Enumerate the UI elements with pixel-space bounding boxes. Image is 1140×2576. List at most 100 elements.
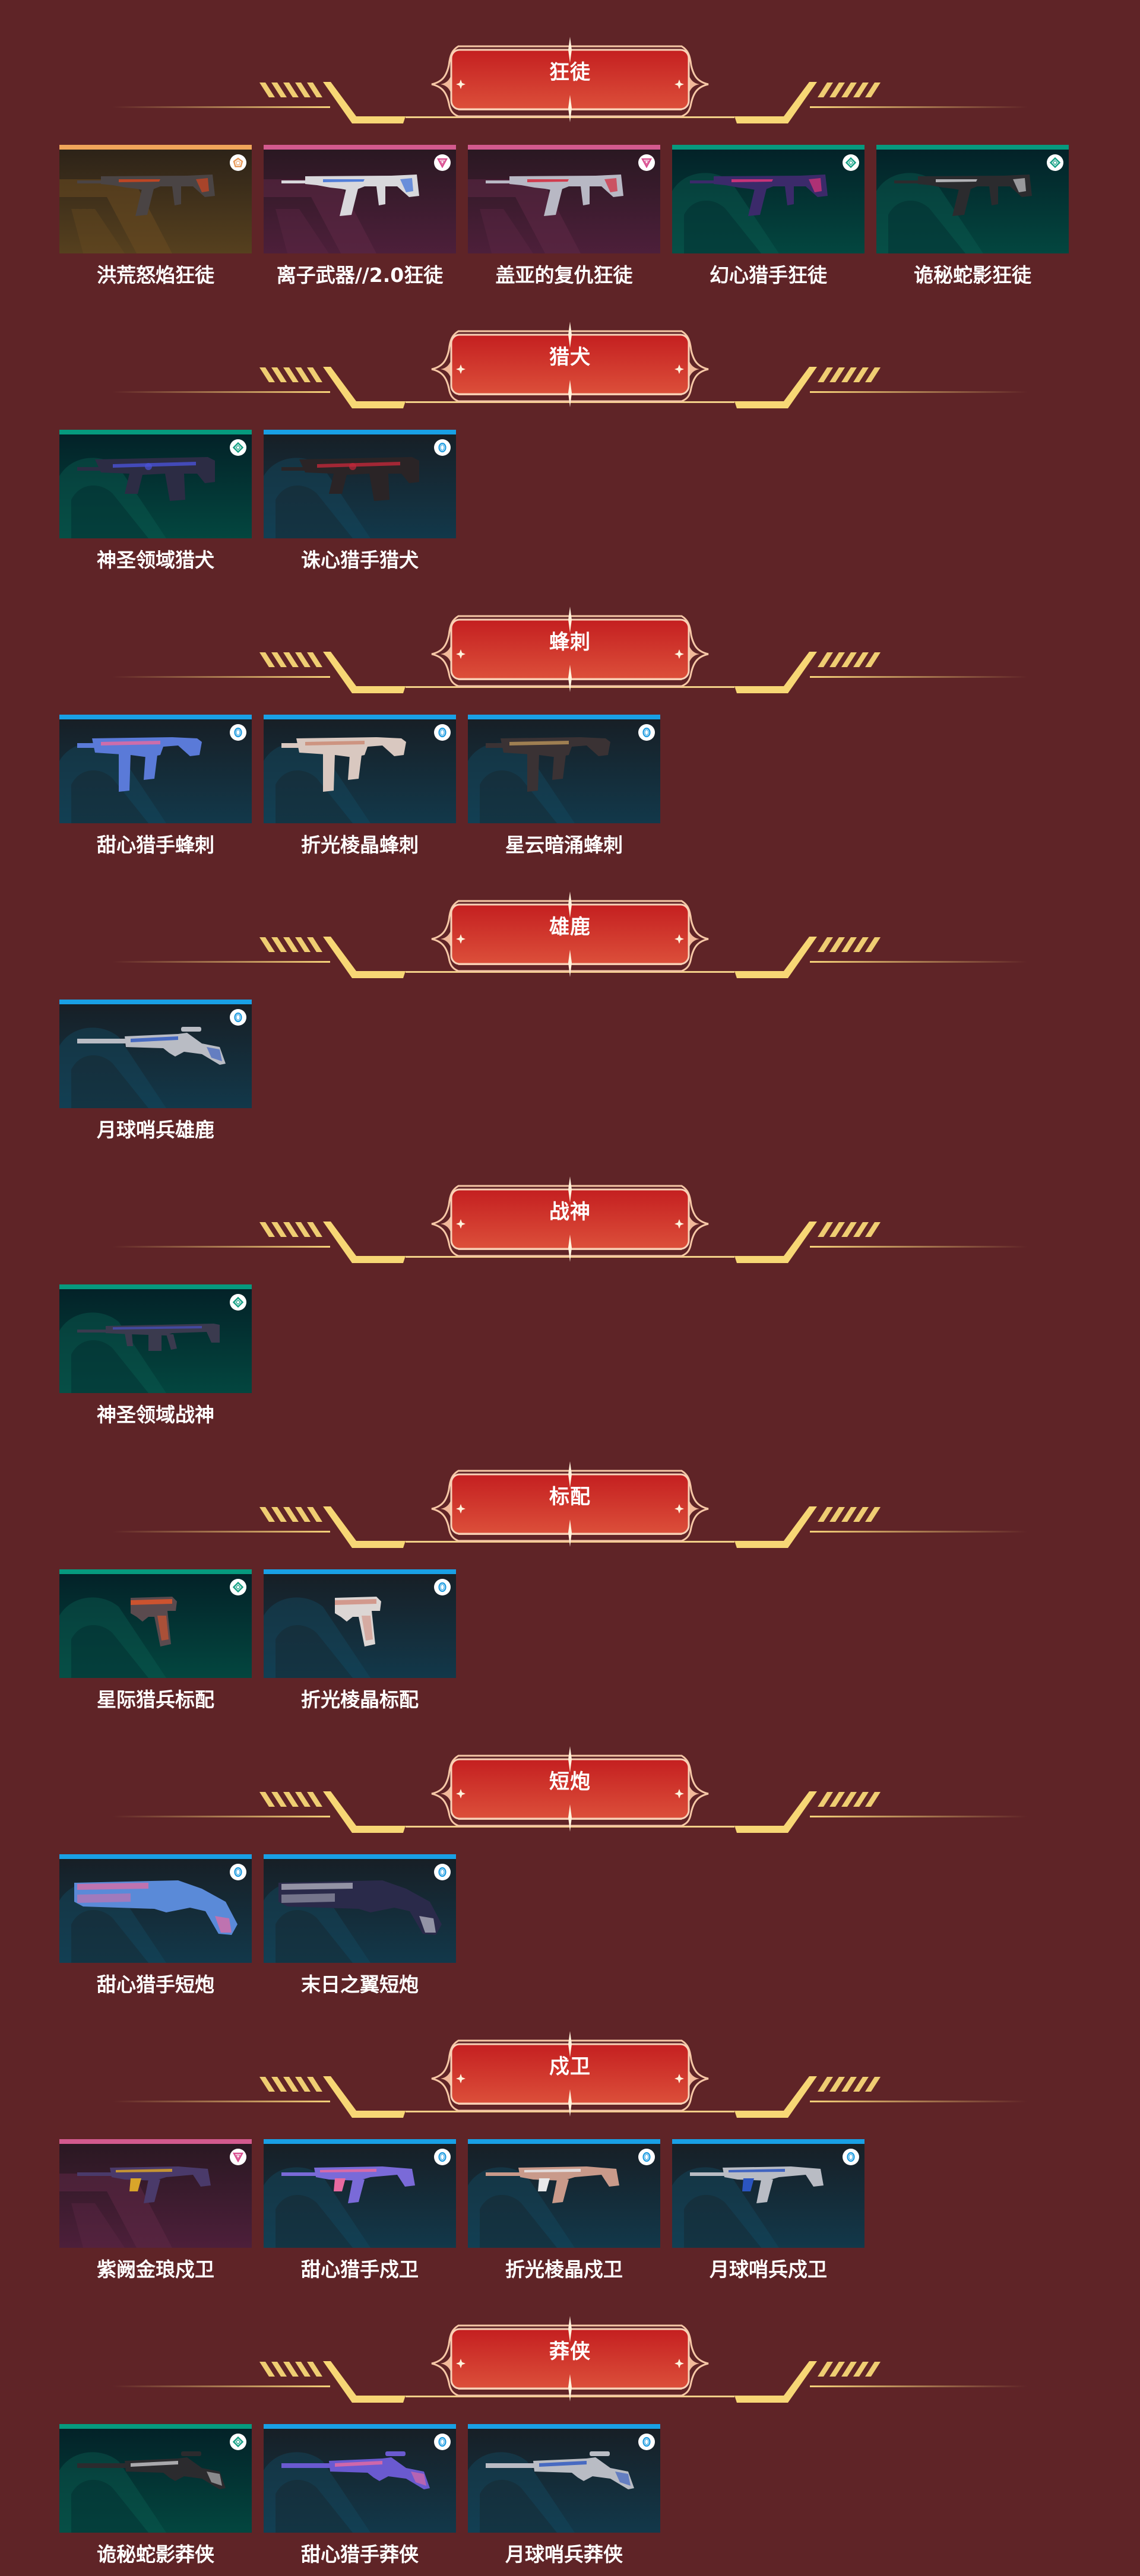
skin-image: [264, 1859, 456, 1963]
skin-image: [264, 2144, 456, 2248]
diamond-tier-icon: [843, 154, 859, 171]
skin-card[interactable]: [264, 715, 456, 823]
section-title: 戍卫: [549, 2055, 591, 2079]
skin-image: [468, 2429, 660, 2533]
diamond-tier-icon: [230, 439, 246, 456]
skin-card[interactable]: [59, 2139, 252, 2248]
section-header-ornament: [113, 2031, 1027, 2118]
weapon-section: 戍卫 紫阙金琅戍卫: [0, 1994, 1140, 2281]
section-title: 狂徒: [549, 61, 591, 84]
skin-card[interactable]: [59, 1000, 252, 1108]
section-header-ornament: [113, 607, 1027, 693]
weapon-icon: [77, 2166, 211, 2203]
rarity-bar: [468, 715, 660, 719]
skin-card[interactable]: [59, 430, 252, 538]
weapon-icon: [77, 1324, 220, 1351]
circle-tier-icon: [230, 1864, 246, 1880]
skin-name: 甜心猎手莽侠: [301, 2543, 419, 2566]
section-header-ornament: [113, 1461, 1027, 1548]
diamond-tier-icon: [1047, 154, 1063, 171]
skin-card[interactable]: [468, 145, 660, 253]
weapon-icon: [77, 2451, 226, 2489]
section-header: 猎犬: [0, 285, 1140, 415]
circle-tier-icon: [434, 1579, 451, 1595]
skin-name: 月球哨兵雄鹿: [97, 1118, 214, 1141]
circle-tier-icon: [843, 2149, 859, 2165]
skin-card[interactable]: [672, 145, 864, 253]
skin-card[interactable]: [264, 1569, 456, 1678]
rarity-bar: [672, 145, 864, 150]
skin-card[interactable]: [264, 1854, 456, 1963]
weapon-icon: [77, 1027, 226, 1065]
skin-name: 诛心猎手猎犬: [301, 548, 419, 572]
skin-card[interactable]: [59, 715, 252, 823]
section-header-ornament: [113, 2316, 1027, 2403]
circle-tier-icon: [638, 2434, 655, 2450]
weapon-icon: [281, 457, 419, 501]
skin-image: [59, 1859, 252, 1963]
circle-tier-icon: [434, 724, 451, 741]
skin-image: [264, 2429, 456, 2533]
skin-name: 幻心猎手狂徒: [710, 264, 827, 287]
skin-name: 折光棱晶戍卫: [505, 2258, 623, 2281]
weapon-section: 标配 星际猎兵标配 折光棱晶标配: [0, 1425, 1140, 1711]
skin-name: 紫阙金琅戍卫: [97, 2258, 214, 2281]
circle-tier-icon: [230, 724, 246, 741]
rarity-bar: [59, 1000, 252, 1004]
skin-card[interactable]: [264, 2424, 456, 2533]
skin-card[interactable]: [264, 145, 456, 253]
weapon-section: 雄鹿 月球哨兵雄鹿: [0, 855, 1140, 1141]
rarity-bar: [468, 2424, 660, 2429]
diamond-tier-icon: [230, 1294, 246, 1311]
section-header: 标配: [0, 1425, 1140, 1555]
skin-card[interactable]: [468, 2139, 660, 2248]
section-header-ornament: [113, 892, 1027, 978]
skin-name: 神圣领域猎犬: [97, 548, 214, 572]
rarity-bar: [264, 2424, 456, 2429]
skin-card[interactable]: [672, 2139, 864, 2248]
weapon-icon: [281, 2451, 430, 2489]
rarity-bar: [672, 2139, 864, 2144]
section-title: 雄鹿: [549, 915, 591, 939]
weapon-icon: [281, 737, 406, 792]
skin-card[interactable]: [59, 145, 252, 253]
rarity-bar: [468, 2139, 660, 2144]
skin-card[interactable]: [59, 1569, 252, 1678]
section-header-ornament: [113, 37, 1027, 123]
skin-card[interactable]: [264, 430, 456, 538]
weapon-icon: [486, 2166, 619, 2203]
weapon-section: 莽侠 诡秘蛇影莽侠: [0, 2279, 1140, 2566]
rarity-bar: [876, 145, 1069, 150]
skin-card[interactable]: [876, 145, 1069, 253]
skin-card[interactable]: [468, 2424, 660, 2533]
skin-name: 洪荒怒焰狂徒: [97, 264, 214, 287]
skin-name: 月球哨兵戍卫: [710, 2258, 827, 2281]
skin-image: [59, 2144, 252, 2248]
weapon-icon: [77, 175, 215, 216]
skin-name: 末日之翼短炮: [301, 1973, 419, 1996]
skin-image: [264, 1574, 456, 1678]
circle-tier-icon: [434, 2149, 451, 2165]
section-title: 标配: [549, 1485, 591, 1509]
skin-card[interactable]: [59, 1854, 252, 1963]
skin-image: [59, 150, 252, 253]
weapon-icon: [486, 175, 623, 216]
skin-image: [672, 150, 864, 253]
triangle-tier-icon: [230, 2149, 246, 2165]
section-title: 战神: [549, 1200, 591, 1224]
circle-tier-icon: [638, 724, 655, 741]
skin-image: [59, 1289, 252, 1393]
skin-card[interactable]: [264, 2139, 456, 2248]
rarity-bar: [59, 2139, 252, 2144]
skin-image: [264, 434, 456, 538]
skin-card[interactable]: [468, 715, 660, 823]
rarity-bar: [59, 2424, 252, 2429]
section-title: 莽侠: [549, 2340, 591, 2364]
rarity-bar: [59, 145, 252, 150]
skin-name: 星际猎兵标配: [97, 1688, 214, 1711]
skin-image: [59, 719, 252, 823]
skin-name: 折光棱晶标配: [301, 1688, 419, 1711]
skin-card[interactable]: [59, 2424, 252, 2533]
skin-card[interactable]: [59, 1284, 252, 1393]
skin-image: [468, 150, 660, 253]
